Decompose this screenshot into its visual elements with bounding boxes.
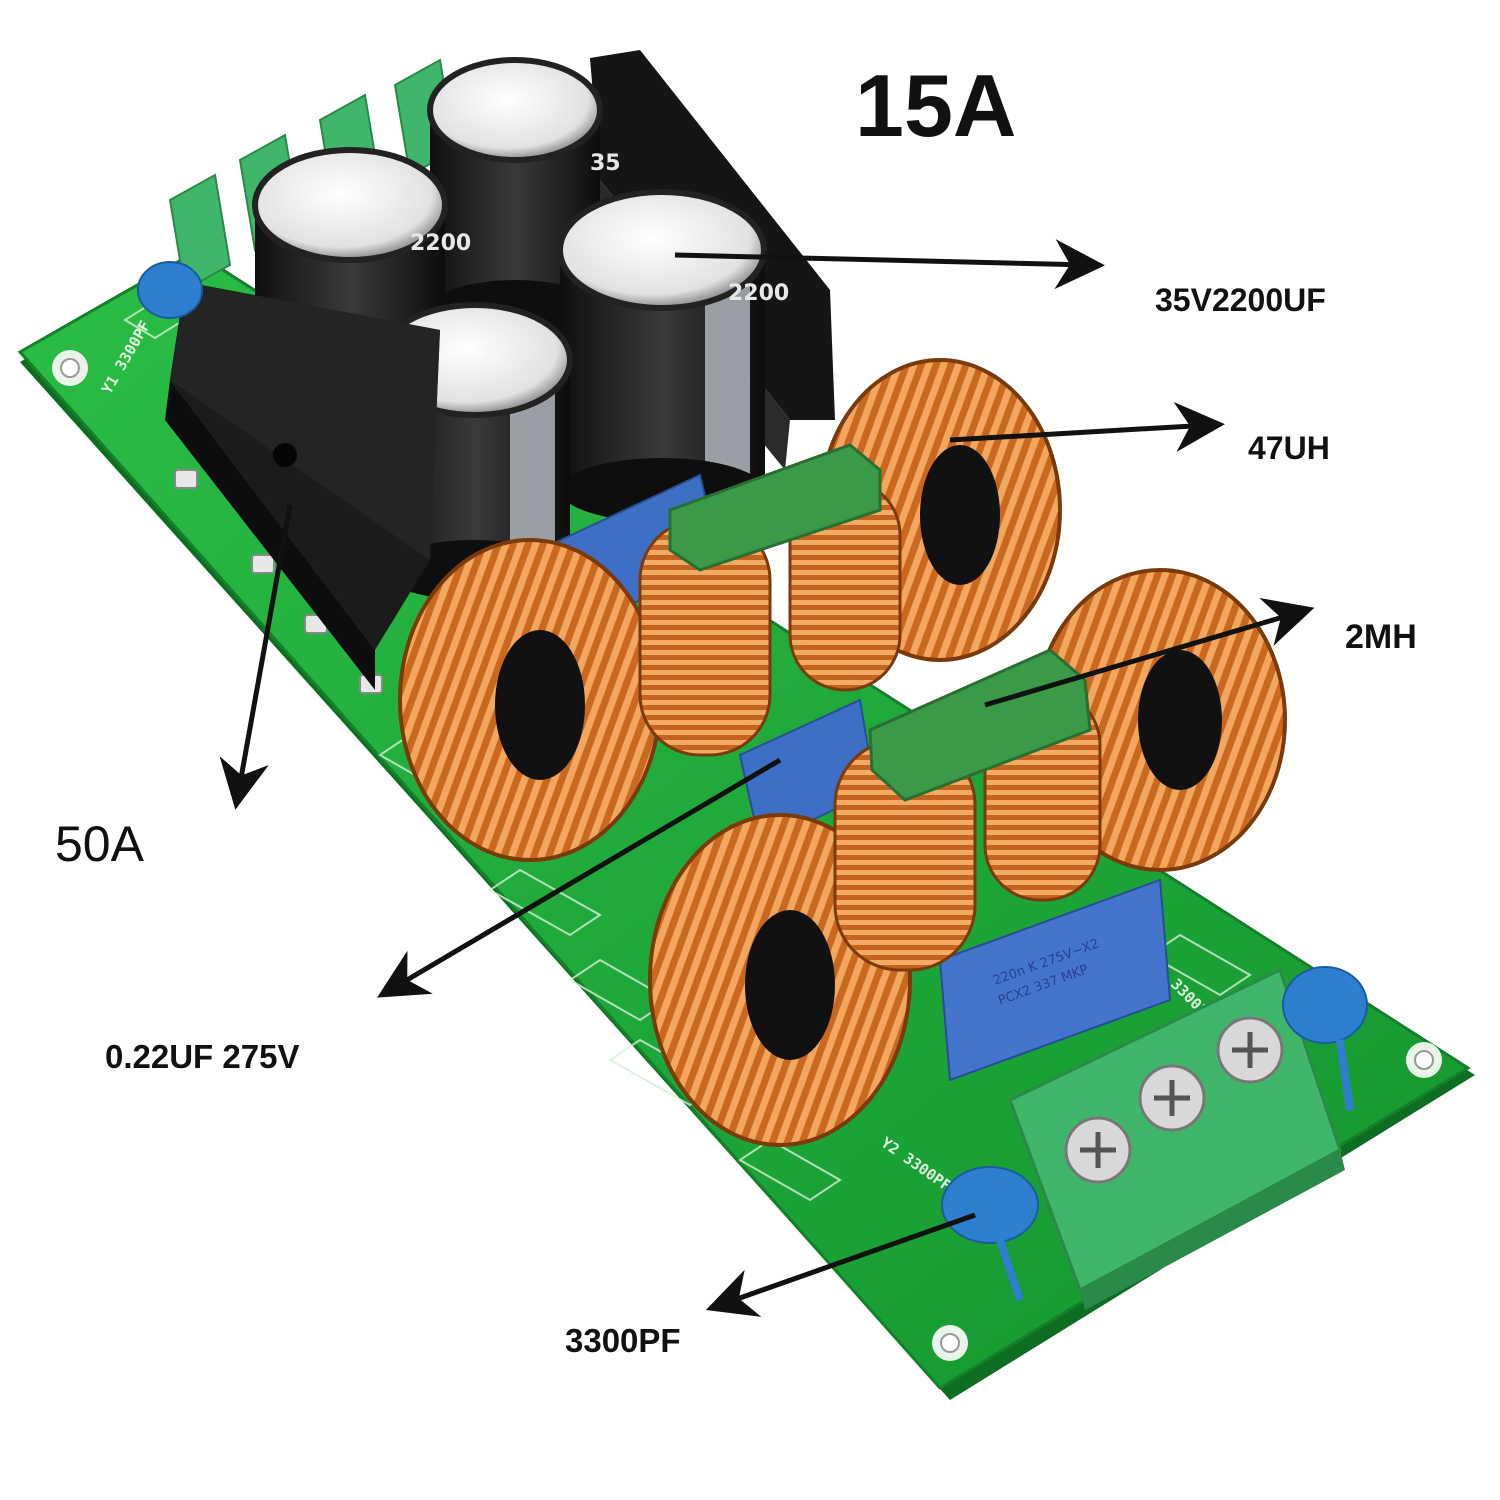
y-capacitor xyxy=(941,1166,1039,1302)
common-mode-choke xyxy=(638,443,902,757)
capacitor-marking: 2200 xyxy=(410,231,471,256)
arrow-capacitor xyxy=(674,239,1105,290)
y-capacitor xyxy=(1282,966,1368,1111)
bridge-pad xyxy=(174,469,198,489)
terminal-screw xyxy=(1216,1016,1284,1084)
arrow-2mh xyxy=(984,597,1315,708)
arrow-47uh xyxy=(949,402,1225,452)
callout-arrows xyxy=(219,239,1315,1317)
mounting-hole xyxy=(1406,1042,1442,1078)
x2-capacitor-callout: 0.22UF 275V xyxy=(105,1038,300,1075)
terminal-screw xyxy=(1138,1064,1206,1132)
y-capacitor-callout: 3300PF xyxy=(565,1322,681,1359)
capacitor-callout: 35V2200UF xyxy=(1155,282,1326,318)
x2-capacitor: 220n K 275V~X2 PCX2 337 MKP xyxy=(938,878,1172,1082)
current-rating-title: 15A xyxy=(855,56,1017,155)
arrow-x2 xyxy=(377,757,782,998)
bridge-pad xyxy=(251,554,275,574)
arrow-y xyxy=(705,1212,976,1317)
mounting-hole xyxy=(932,1325,968,1361)
arrow-bridge xyxy=(219,504,293,810)
capacitor-voltage: 35 xyxy=(590,151,621,176)
capacitor-marking: 2200 xyxy=(728,281,789,306)
terminal-screw xyxy=(1064,1116,1132,1184)
common-mode-choke xyxy=(833,648,1102,972)
electrolytic-capacitor: 2200 xyxy=(557,189,789,522)
mounting-hole xyxy=(52,350,88,386)
bridge-callout: 50A xyxy=(55,816,144,872)
toroid-inductor xyxy=(398,538,662,862)
choke-callout: 2MH xyxy=(1345,618,1417,656)
inductor-callout: 47UH xyxy=(1248,430,1330,466)
bridge-rectifier xyxy=(165,282,440,690)
y-capacitor xyxy=(137,261,203,319)
terminal-block xyxy=(1008,967,1345,1310)
